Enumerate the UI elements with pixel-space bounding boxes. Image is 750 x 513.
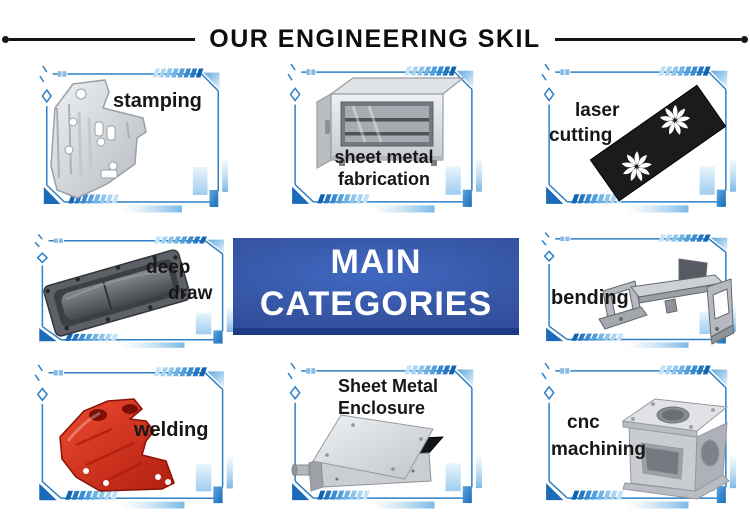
bending-product-image xyxy=(598,258,735,345)
category-label: sheet metal fabrication xyxy=(334,147,434,189)
category-card-deep-draw[interactable]: deep draw xyxy=(30,233,236,349)
main-categories-banner: MAIN CATEGORIES xyxy=(233,238,519,335)
category-label: stamping xyxy=(113,90,202,112)
rule-dot-left xyxy=(2,35,10,43)
page-title: OUR ENGINEERING SKIL xyxy=(209,24,541,53)
category-card-bending[interactable]: bending xyxy=(537,231,739,349)
category-card-cnc-machining[interactable]: cnc machining xyxy=(537,361,739,510)
category-label: Sheet Metal Enclosure xyxy=(338,376,439,418)
category-label: welding xyxy=(134,419,209,441)
laser-cutting-product-image xyxy=(589,84,727,202)
rule-dot-right xyxy=(740,35,748,43)
category-label: cnc machining xyxy=(551,412,647,460)
category-card-sheet-metal-fabrication[interactable]: sheet metal fabrication xyxy=(283,62,485,214)
stamping-product-image xyxy=(50,79,147,199)
sheet-metal-enclosure-product-image xyxy=(291,414,444,492)
welding-product-image xyxy=(59,398,175,492)
category-card-stamping[interactable]: stamping xyxy=(35,64,231,214)
rule-line-right xyxy=(554,37,741,41)
category-card-laser-cutting[interactable]: laser cutting xyxy=(537,62,739,214)
title-left-rule xyxy=(2,35,196,43)
cnc-machining-product-image xyxy=(621,398,730,500)
deep-draw-product-image xyxy=(43,249,191,337)
sheet-metal-fabrication-product-image xyxy=(316,77,465,170)
category-card-sheet-metal-enclosure[interactable]: Sheet Metal Enclosure xyxy=(283,361,485,510)
banner-line-2: CATEGORIES xyxy=(259,285,493,323)
category-label: bending xyxy=(551,287,629,309)
category-label: deep draw xyxy=(146,257,213,304)
category-label: laser cutting xyxy=(549,100,620,146)
rule-line-left xyxy=(9,37,196,41)
banner-line-1: MAIN xyxy=(330,243,422,281)
title-right-rule xyxy=(554,35,748,43)
section-title: OUR ENGINEERING SKIL xyxy=(0,24,750,54)
category-card-welding[interactable]: welding xyxy=(30,363,236,510)
